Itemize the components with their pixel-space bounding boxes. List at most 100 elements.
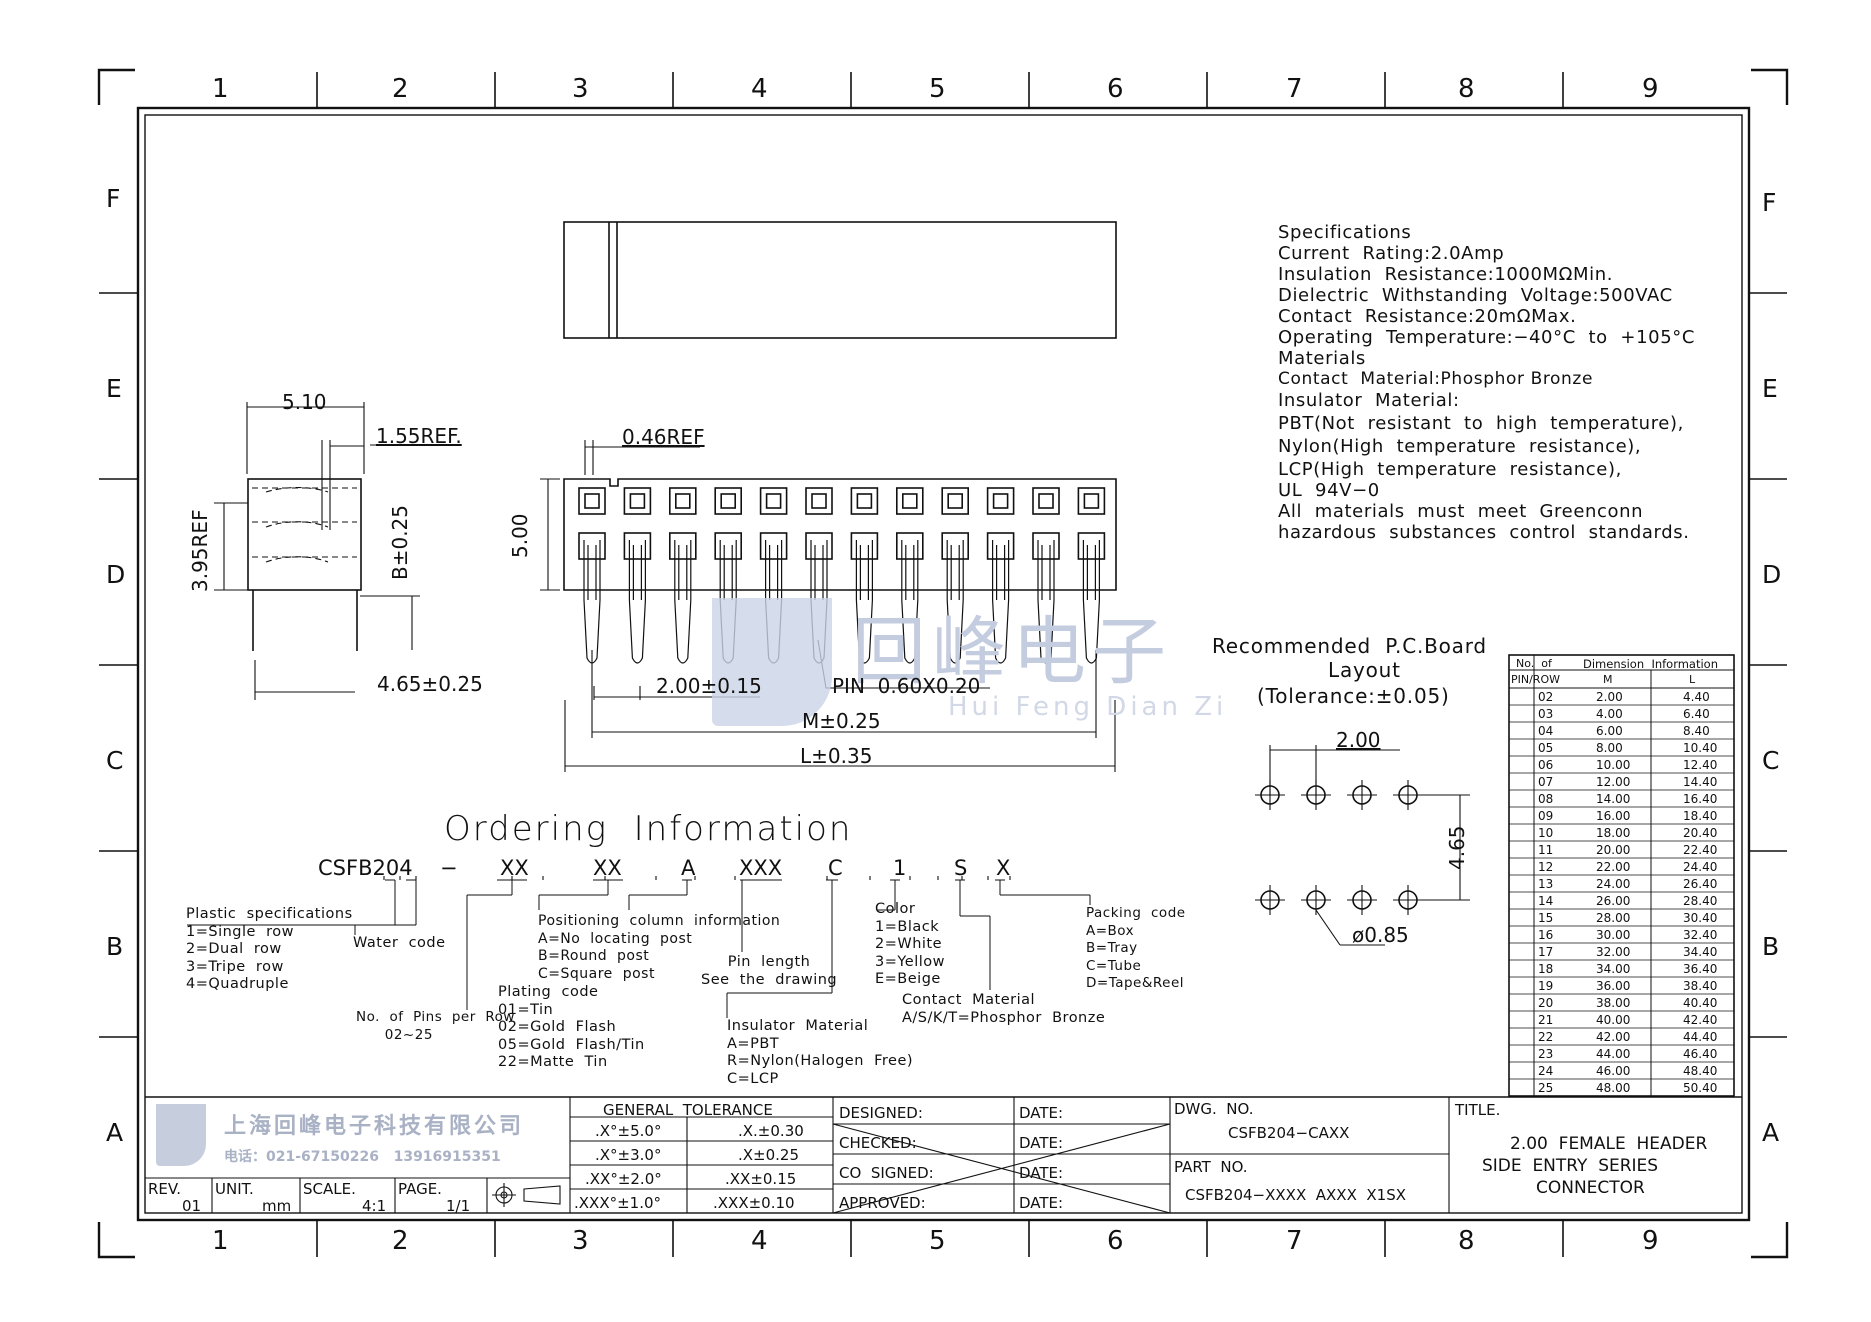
dim-side-pin-length: 4.65±0.25 <box>377 672 483 696</box>
spec-line: hazardous substances control standards. <box>1278 522 1690 543</box>
code-position: A <box>681 856 696 880</box>
page-label: PAGE. <box>398 1180 442 1198</box>
pin-window <box>805 487 833 560</box>
title-line-1: 2.00 FEMALE HEADER <box>1510 1134 1708 1154</box>
pin-window <box>986 487 1015 560</box>
rev-label: REV. <box>148 1180 181 1198</box>
zone-col-3: 3 <box>572 74 589 104</box>
table-cell-m: 20.00 <box>1596 843 1631 857</box>
zone-row-f: F <box>106 184 121 213</box>
zone-row-f: F <box>1762 188 1777 217</box>
table-cell-pins: 19 <box>1538 979 1554 993</box>
table-cell-m: 28.00 <box>1596 911 1631 925</box>
pin-window <box>850 487 879 560</box>
scale-label: SCALE. <box>303 1180 356 1198</box>
dwg-no-value: CSFB204−CAXX <box>1228 1124 1350 1142</box>
table-cell-l: 20.40 <box>1683 826 1718 840</box>
table-cell-l: 30.40 <box>1683 911 1718 925</box>
pcb-row-gap: 4.65 <box>1445 825 1469 870</box>
company-name: 上海回峰电子科技有限公司 <box>224 1114 525 1139</box>
ordering-contact: Contact Material A/S/K/T=Phosphor Bronze <box>902 992 1106 1026</box>
dim-side-ref: 1.55REF. <box>376 424 462 448</box>
code-color: 1 <box>893 856 907 880</box>
code-pin-length: XXX <box>739 856 783 880</box>
table-cell-l: 32.40 <box>1683 928 1718 942</box>
table-cell-m: 46.00 <box>1596 1064 1631 1078</box>
table-cell-m: 36.00 <box>1596 979 1631 993</box>
table-cell-l: 34.40 <box>1683 945 1718 959</box>
cosigned-label: CO SIGNED: <box>839 1164 934 1182</box>
pin-window <box>623 487 652 560</box>
table-cell-l: 22.40 <box>1683 843 1718 857</box>
table-cell-m: 48.00 <box>1596 1081 1631 1095</box>
pcb-pitch: 2.00 <box>1336 728 1381 752</box>
scale-value: 4:1 <box>362 1197 387 1215</box>
table-header-group: Dimension Information <box>1583 657 1719 671</box>
table-cell-m: 38.00 <box>1596 996 1631 1010</box>
contact-pin <box>992 540 1010 664</box>
pin-window <box>895 487 924 560</box>
checked-label: CHECKED: <box>839 1134 917 1152</box>
table-header-m: M <box>1603 673 1613 686</box>
tol-linear-3: .XX±0.15 <box>725 1170 797 1188</box>
table-cell-pins: 09 <box>1538 809 1554 823</box>
zone-col-5: 5 <box>929 1226 946 1256</box>
table-cell-m: 44.00 <box>1596 1047 1631 1061</box>
table-cell-pins: 23 <box>1538 1047 1554 1061</box>
table-cell-pins: 25 <box>1538 1081 1554 1095</box>
designed-label: DESIGNED: <box>839 1104 923 1122</box>
cosigned-date-label: DATE: <box>1019 1164 1064 1182</box>
company-logo-icon <box>156 1104 206 1166</box>
table-cell-m: 14.00 <box>1596 792 1631 806</box>
pcb-hole-mark <box>1393 780 1423 810</box>
contact-pin <box>674 540 692 664</box>
table-cell-m: 30.00 <box>1596 928 1631 942</box>
table-cell-m: 10.00 <box>1596 758 1631 772</box>
table-cell-pins: 18 <box>1538 962 1554 976</box>
ordering-color: Color 1=Black 2=White 3=Yellow E=Beige <box>875 901 946 988</box>
watermark-logo-icon <box>712 598 832 726</box>
zone-col-9: 9 <box>1642 1226 1659 1256</box>
tol-angle-1: .X°±5.0° <box>595 1122 662 1140</box>
rev-value: 01 <box>182 1197 202 1215</box>
pin-window <box>1032 487 1060 560</box>
table-cell-m: 32.00 <box>1596 945 1631 959</box>
code-plating: XX <box>593 856 622 880</box>
table-cell-pins: 21 <box>1538 1013 1554 1027</box>
zone-col-2: 2 <box>392 1226 409 1256</box>
table-cell-l: 46.40 <box>1683 1047 1718 1061</box>
part-no-label: PART NO. <box>1174 1158 1248 1176</box>
dim-front-ref: 0.46REF <box>622 425 705 449</box>
zone-col-4: 4 <box>751 74 768 104</box>
table-cell-pins: 02 <box>1538 690 1554 704</box>
code-insulator: C <box>828 856 843 880</box>
table-cell-pins: 11 <box>1538 843 1554 857</box>
dim-l: L±0.35 <box>800 744 873 768</box>
ordering-title: Ordering Information <box>444 809 853 849</box>
table-cell-m: 26.00 <box>1596 894 1631 908</box>
contact-pin <box>1037 540 1055 664</box>
company-phone: 电话：021-67150226 13916915351 <box>224 1149 501 1165</box>
pcb-hole-mark <box>1347 885 1377 915</box>
dim-m: M±0.25 <box>802 709 881 733</box>
table-header-pin-row: PIN/ROW <box>1511 673 1560 686</box>
spec-line: All materials must meet Greenconn <box>1278 501 1644 522</box>
dim-side-height: 3.95REF <box>188 509 212 592</box>
contact-pin <box>901 540 919 664</box>
table-cell-l: 24.40 <box>1683 860 1718 874</box>
table-cell-pins: 06 <box>1538 758 1554 772</box>
part-no-value: CSFB204−XXXX AXXX X1SX <box>1185 1186 1406 1204</box>
table-cell-pins: 04 <box>1538 724 1554 738</box>
pcb-hole-mark <box>1347 780 1377 810</box>
unit-value: mm <box>262 1197 292 1215</box>
zone-col-1: 1 <box>212 74 229 104</box>
table-cell-m: 2.00 <box>1596 690 1623 704</box>
table-cell-pins: 14 <box>1538 894 1554 908</box>
code-contact: S <box>954 856 968 880</box>
pcb-title-3: (Tolerance:±0.05) <box>1257 684 1450 708</box>
pcb-hole-mark <box>1393 885 1423 915</box>
zone-col-7: 7 <box>1286 74 1303 104</box>
spec-line: Insulator Material: <box>1278 390 1460 411</box>
spec-line: Operating Temperature:−40°C to +105°C <box>1278 327 1696 348</box>
